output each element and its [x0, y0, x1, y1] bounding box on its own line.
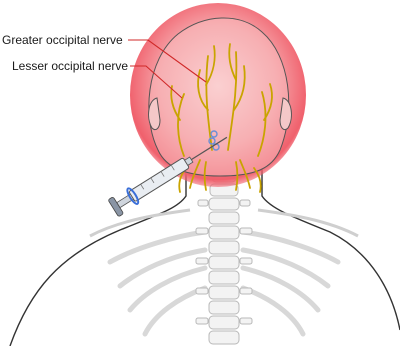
- head-outline: [149, 18, 289, 176]
- spine: [209, 170, 239, 344]
- greater-occipital-nerve-label: Greater occipital nerve: [2, 33, 123, 47]
- lesser-occipital-nerve-label: Lesser occipital nerve: [12, 59, 128, 73]
